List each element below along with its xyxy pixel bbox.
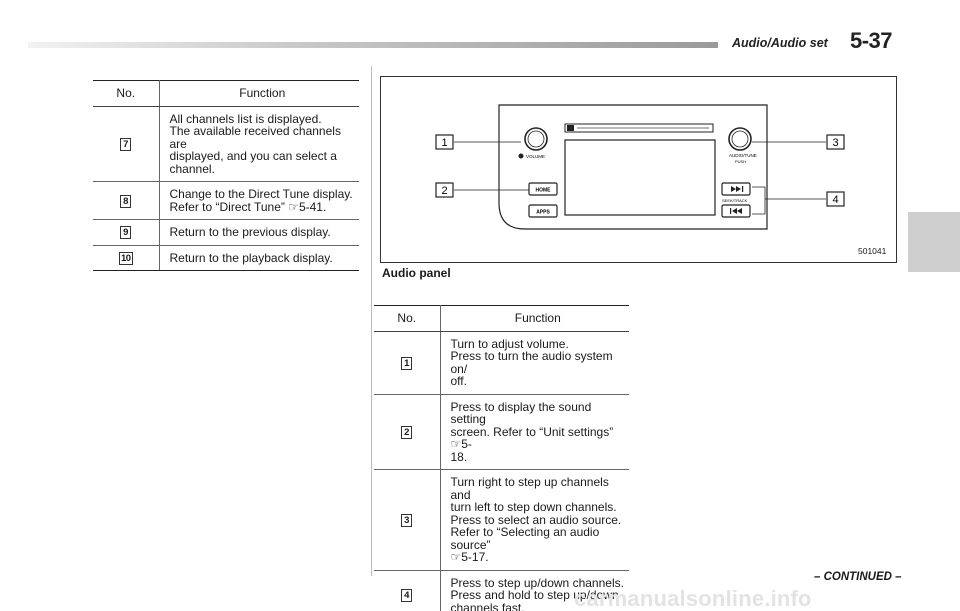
- previous-icon: [732, 208, 742, 214]
- audio-panel-illustration: VOLUME AUDIO/TUNE PUSH HOME APPS SEEK/TR…: [435, 104, 845, 230]
- eject-icon: [567, 125, 574, 131]
- volume-label: VOLUME: [526, 154, 545, 159]
- function-description: Return to the playback display.: [158, 245, 359, 271]
- callout-1: [435, 134, 454, 150]
- table-row: 10 Return to the playback display.: [93, 245, 359, 271]
- number-badge: 3: [401, 513, 413, 527]
- column-header-function: Function: [439, 305, 629, 332]
- function-description: Press to step up/down channels. Press an…: [439, 570, 629, 611]
- audio-tune-label: AUDIO/TUNE: [729, 153, 757, 158]
- function-description: Change to the Direct Tune display. Refer…: [158, 181, 359, 220]
- page-number: 5-37: [850, 28, 893, 53]
- chapter-tab: [908, 212, 960, 272]
- push-label: PUSH: [735, 159, 746, 164]
- power-icon: [518, 153, 524, 159]
- home-label: HOME: [536, 188, 552, 194]
- display-screen: [564, 139, 716, 216]
- function-table-left: No. Function 7 All channels list is disp…: [93, 80, 359, 271]
- svg-text:3: 3: [832, 137, 838, 149]
- callout-2: [435, 182, 454, 198]
- number-badge: 9: [120, 226, 132, 240]
- table-row: 8 Change to the Direct Tune display. Ref…: [93, 181, 359, 220]
- callout-3: [826, 134, 845, 150]
- seek-track-label: SEEK/TRACK: [722, 198, 748, 203]
- column-header-function: Function: [158, 80, 359, 107]
- svg-text:2: 2: [441, 185, 447, 197]
- table-row: 3 Turn right to step up channels and tur…: [374, 469, 629, 571]
- function-description: Turn right to step up channels and turn …: [439, 469, 629, 571]
- table-row: 1 Turn to adjust volume. Press to turn t…: [374, 331, 629, 395]
- number-badge: 2: [401, 425, 413, 439]
- figure-caption: Audio panel: [382, 266, 451, 280]
- function-table-right: No. Function 1 Turn to adjust volume. Pr…: [374, 305, 629, 611]
- function-description: Press to display the sound setting scree…: [439, 394, 629, 470]
- column-divider: [371, 66, 372, 576]
- column-header-no: No.: [374, 305, 440, 332]
- audio-panel-figure: VOLUME AUDIO/TUNE PUSH HOME APPS SEEK/TR…: [380, 76, 897, 263]
- watermark: carmanualsonline.info: [574, 586, 812, 611]
- svg-text:1: 1: [441, 137, 447, 149]
- table-row: 9 Return to the previous display.: [93, 219, 359, 246]
- number-badge: 8: [120, 194, 132, 208]
- function-description: Turn to adjust volume. Press to turn the…: [439, 331, 629, 395]
- table-row: 4 Press to step up/down channels. Press …: [374, 570, 629, 611]
- table-row: 2 Press to display the sound setting scr…: [374, 394, 629, 470]
- continued-note: – CONTINUED –: [814, 571, 902, 583]
- table-row: 7 All channels list is displayed. The av…: [93, 106, 359, 182]
- svg-text:4: 4: [832, 194, 838, 206]
- header-rule: [28, 42, 718, 48]
- figure-code: 501041: [858, 246, 887, 256]
- section-title: Audio/Audio set: [732, 36, 828, 50]
- callout-4: [826, 191, 845, 207]
- function-description: All channels list is displayed. The avai…: [158, 106, 359, 182]
- home-button: [528, 182, 558, 196]
- apps-label: APPS: [536, 210, 550, 216]
- number-badge: 10: [118, 251, 133, 265]
- number-badge: 4: [401, 589, 413, 603]
- number-badge: 7: [120, 137, 132, 151]
- next-icon: [731, 186, 741, 192]
- apps-button: [528, 204, 558, 218]
- number-badge: 1: [401, 356, 413, 370]
- column-header-no: No.: [93, 80, 159, 107]
- function-description: Return to the previous display.: [158, 219, 359, 246]
